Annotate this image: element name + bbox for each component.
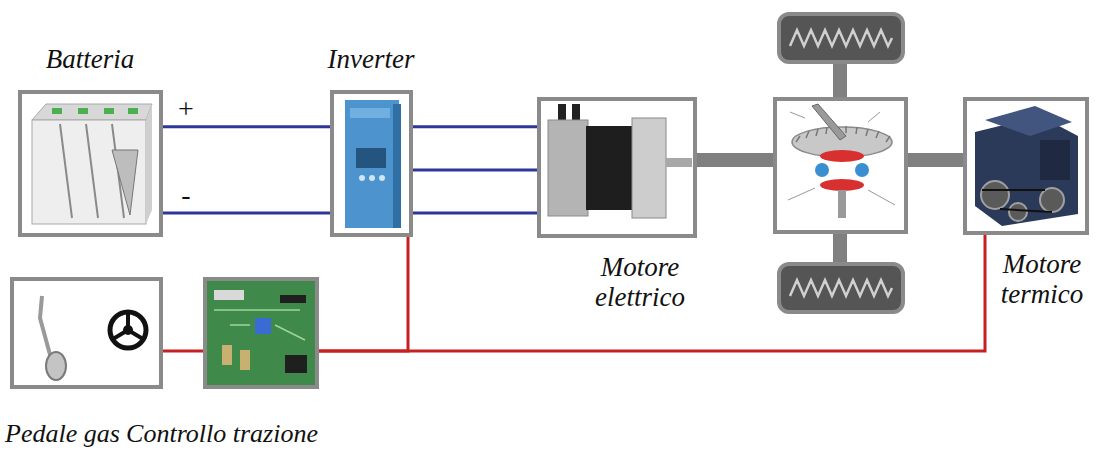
- engine-manifold: [1040, 140, 1070, 180]
- polarity-label: -: [179, 181, 192, 209]
- steering-wheel: [110, 312, 146, 348]
- wire: [319, 235, 985, 351]
- battery-case: [32, 120, 146, 224]
- component-box: Inverter: [330, 90, 413, 237]
- battery-top: [32, 104, 152, 120]
- spider-gear: [855, 163, 869, 177]
- drive-shaft: [696, 153, 774, 167]
- battery-cell: [60, 124, 124, 218]
- component-box: Motore termico: [963, 97, 1089, 235]
- board-resistor: [222, 345, 232, 365]
- pedal-lever: [40, 296, 52, 362]
- side-gear: [820, 150, 864, 162]
- inverter-side: [393, 104, 401, 228]
- component-box: Batteria: [18, 90, 163, 237]
- wheel: [779, 14, 903, 62]
- motor-shaft: [666, 158, 692, 167]
- wire: [163, 125, 330, 128]
- component-label: Inverter: [328, 44, 415, 74]
- component-label: Controllo trazione: [126, 419, 318, 448]
- engine-pulley: [981, 181, 1009, 209]
- spider-gear: [815, 163, 829, 177]
- leader-sketch: [788, 112, 895, 205]
- inverter-display: [356, 148, 386, 168]
- board-chip: [214, 290, 244, 300]
- engine-cover: [985, 106, 1072, 136]
- tyre-tread: [790, 280, 892, 296]
- engine-belt: [982, 190, 1052, 212]
- engine-pulley: [1009, 203, 1027, 221]
- steering-spoke: [113, 313, 143, 339]
- axle-shaft: [833, 62, 847, 98]
- battery-side: [146, 104, 152, 224]
- component-label-group: Inverter: [328, 44, 415, 74]
- wire: [413, 212, 537, 215]
- component-label-group: Motore elettrico: [565, 252, 715, 312]
- wire: [163, 349, 203, 352]
- motor-endcap: [548, 120, 588, 216]
- component-label-group: Controllo trazione: [126, 419, 318, 448]
- component-box: Pedale gas: [10, 277, 163, 389]
- board-chip: [285, 355, 307, 373]
- polarity-label: +: [176, 95, 196, 123]
- inverter-vent: [350, 108, 390, 118]
- circuit-board: [207, 281, 315, 385]
- side-gear: [820, 179, 864, 191]
- wire: [319, 237, 408, 351]
- component-box: Motore elettrico: [537, 97, 697, 238]
- battery-cap: [104, 108, 114, 114]
- battery-cap: [52, 108, 62, 114]
- inverter-button: [379, 175, 385, 181]
- motor-body: [586, 126, 634, 210]
- wire: [413, 125, 537, 128]
- board-trace: [214, 310, 305, 340]
- pinion-shaft: [812, 104, 846, 140]
- tyre-tread: [790, 30, 892, 46]
- motor-connector: [572, 104, 580, 122]
- engine-pulley: [1040, 188, 1064, 212]
- board-chip: [280, 295, 306, 303]
- inverter-body: [345, 100, 399, 228]
- differential-box: [775, 99, 906, 232]
- battery-cutaway: [112, 150, 138, 215]
- axle-stub: [838, 190, 846, 218]
- component-label-group: Batteria: [46, 44, 135, 74]
- component-label: Pedale gas: [5, 419, 120, 448]
- battery-cap: [78, 108, 88, 114]
- board-trimmer: [255, 318, 271, 334]
- pedal-pad: [46, 352, 66, 380]
- component-label: Batteria: [46, 44, 135, 74]
- component-label-group: Pedale gas: [5, 419, 120, 448]
- motor-connector: [558, 104, 566, 122]
- axle-shaft: [833, 234, 847, 264]
- component-label: Motore termico: [987, 249, 1097, 309]
- board-resistor: [240, 350, 250, 370]
- steering-hub: [123, 325, 133, 335]
- inverter-button: [359, 175, 365, 181]
- wire: [413, 168, 537, 171]
- component-label-group: Motore termico: [987, 249, 1097, 309]
- motor-flange: [632, 118, 666, 218]
- inverter-button: [369, 175, 375, 181]
- component-label: Motore elettrico: [565, 252, 715, 312]
- component-box: Controllo trazione: [203, 277, 319, 389]
- wire: [163, 212, 330, 215]
- battery-cap: [128, 108, 138, 114]
- wheel: [779, 264, 903, 312]
- drive-shaft: [907, 153, 964, 167]
